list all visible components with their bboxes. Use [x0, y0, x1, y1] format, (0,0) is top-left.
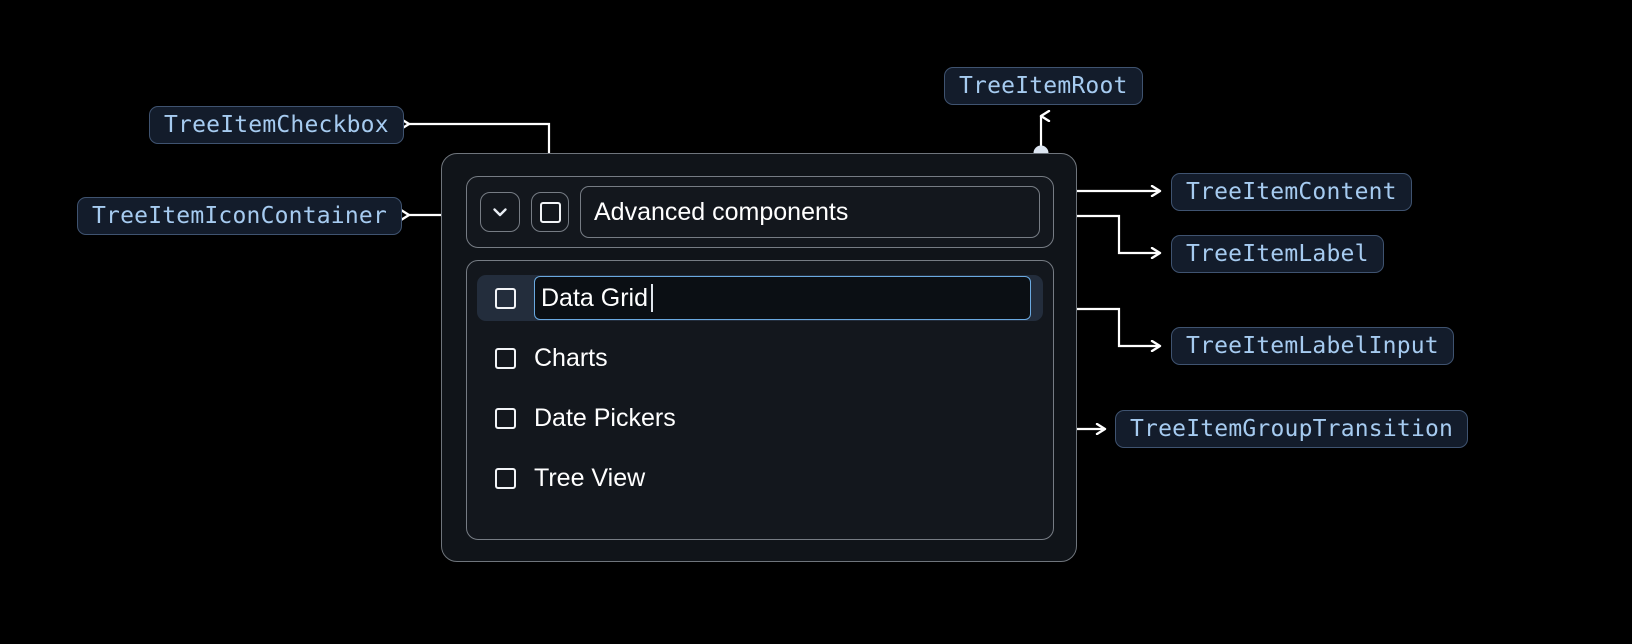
- tree-item-root[interactable]: Advanced components Data Grid Charts Dat…: [441, 153, 1077, 562]
- tree-item-group-transition: Data Grid Charts Date Pickers Tree View: [466, 260, 1054, 540]
- tree-item-label-text: Advanced components: [594, 197, 849, 226]
- tree-item-label-input-value: Data Grid: [541, 283, 648, 312]
- tree-item-label-input[interactable]: Data Grid: [534, 276, 1031, 320]
- annotation-chip-tree-item-checkbox: TreeItemCheckbox: [149, 106, 404, 144]
- tree-item-label-text: Charts: [534, 343, 608, 372]
- checkbox-unchecked-icon[interactable]: [495, 407, 516, 429]
- tree-item-icon-container[interactable]: [480, 192, 520, 232]
- annotation-label: TreeItemContent: [1186, 179, 1397, 205]
- tree-item-label-text: Tree View: [534, 463, 646, 492]
- annotation-label: TreeItemCheckbox: [164, 112, 389, 138]
- checkbox-unchecked-icon[interactable]: [495, 467, 516, 489]
- tree-item-child-tree-view[interactable]: Tree View: [477, 455, 1043, 501]
- annotation-chip-tree-item-label-input: TreeItemLabelInput: [1171, 327, 1454, 365]
- tree-item-checkbox[interactable]: [531, 192, 569, 232]
- annotation-label: TreeItemGroupTransition: [1130, 416, 1454, 442]
- tree-item-content[interactable]: Advanced components: [466, 176, 1054, 248]
- checkbox-unchecked-icon: [539, 201, 561, 223]
- annotation-chip-tree-item-icon-container: TreeItemIconContainer: [77, 197, 402, 235]
- annotation-label: TreeItemLabel: [1186, 241, 1369, 267]
- annotation-chip-tree-item-root: TreeItemRoot: [944, 67, 1143, 105]
- tree-item-child-data-grid[interactable]: Data Grid: [477, 275, 1043, 321]
- annotation-label: TreeItemRoot: [959, 73, 1128, 99]
- annotation-chip-tree-item-content: TreeItemContent: [1171, 173, 1412, 211]
- tree-item-child-date-pickers[interactable]: Date Pickers: [477, 395, 1043, 441]
- text-cursor: [650, 284, 653, 312]
- tree-item-label-text: Date Pickers: [534, 403, 676, 432]
- tree-item-label[interactable]: Advanced components: [580, 186, 1040, 238]
- checkbox-unchecked-icon[interactable]: [495, 287, 516, 309]
- checkbox-unchecked-icon[interactable]: [495, 347, 516, 369]
- annotation-label: TreeItemLabelInput: [1186, 333, 1439, 359]
- chevron-down-icon: [493, 208, 507, 217]
- tree-item-child-charts[interactable]: Charts: [477, 335, 1043, 381]
- annotation-label: TreeItemIconContainer: [92, 203, 387, 229]
- annotation-chip-tree-item-group-transition: TreeItemGroupTransition: [1115, 410, 1469, 448]
- annotation-chip-tree-item-label: TreeItemLabel: [1171, 235, 1384, 273]
